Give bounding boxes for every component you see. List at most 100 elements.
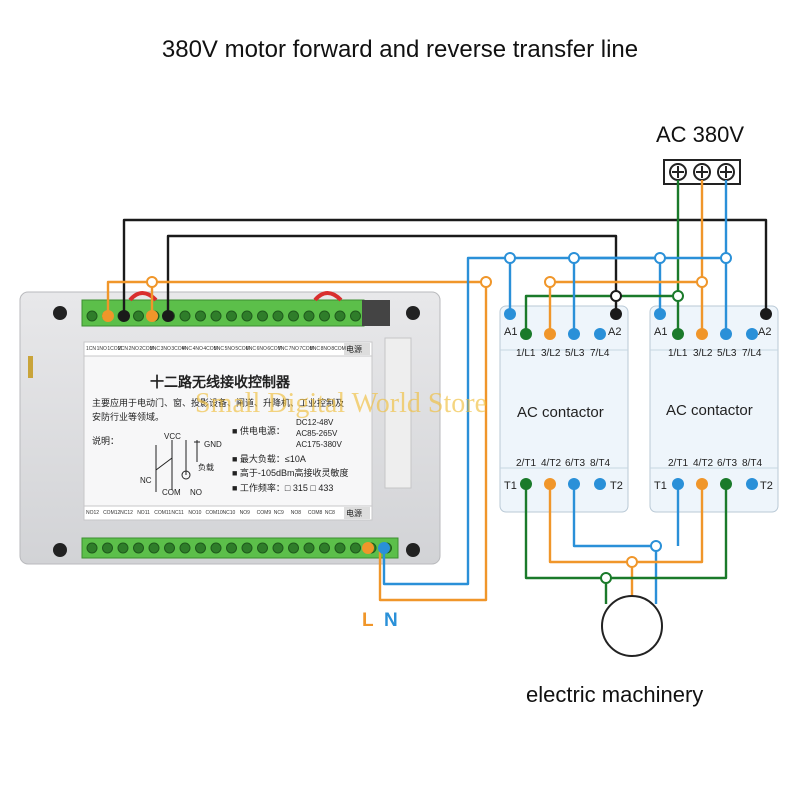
power-tag: 电源 [346,345,362,354]
controller-note: 说明： [92,436,120,446]
terminal-screw [288,542,299,554]
terminal-screw [319,310,330,322]
contactor-right [649,305,779,513]
terminal-name: 1CN [86,346,97,352]
terminal-screw [164,542,175,554]
terminal-name: 1COM [107,346,122,352]
terminal-name: 8NO [320,346,331,352]
terminal-l3 [568,328,580,340]
line-label: L [362,610,374,631]
terminal-name: 2NO [128,346,139,352]
junction-dot [696,276,708,288]
power-option: DC12-48V [296,418,334,427]
terminal-t4 [746,478,758,490]
terminal-l3 [720,328,732,340]
terminal-screw [257,310,268,322]
terminal-t1 [520,478,532,490]
junction-dot [568,252,580,264]
mount-hole [406,543,420,557]
terminal-name: 2COM [139,346,154,352]
wire-right-t3 [606,484,728,580]
junction-dot [544,276,556,288]
coil-a1-label: A1 [504,326,518,338]
output-pin-label: 2/T1 [516,458,537,469]
terminal-screw [693,163,711,181]
contactor-left [499,305,629,513]
bottom-terminal-strip [81,537,399,559]
terminal-screw [179,542,191,554]
power-option: AC85-265V [296,429,338,438]
terminal-name: COM8 [307,510,323,516]
com-label: COM [162,488,181,497]
terminal-name: 4NC [182,346,193,352]
terminal-name: NC8 [324,510,335,516]
wire-left-t3 [572,484,658,604]
junction-dots [146,252,732,584]
terminal-name: 7COM [299,346,314,352]
terminal-screw [241,310,253,322]
terminal-l4 [746,328,758,340]
terminal-screw [179,310,191,322]
wire-green-l1-left [524,294,678,334]
terminal-screw [717,163,735,181]
terminal-screw [86,310,98,322]
junction-dot [672,290,684,302]
contactor-label: AC contactor [666,402,753,419]
input-pin-label: 3/L2 [541,348,561,359]
input-pin-label: 1/L1 [668,348,688,359]
terminal-l4 [594,328,606,340]
mount-hole [406,306,420,320]
red-jumper [128,291,158,302]
power-label: ■ 供电电源： [232,426,285,436]
output-pin-label: 4/T2 [541,458,562,469]
mount-hole [53,306,67,320]
relay-schematic [155,440,200,492]
junction-dot [504,252,516,264]
red-jumper [313,291,343,302]
motor-circle [601,595,663,657]
output-pin-label: 8/T4 [590,458,611,469]
terminal-t4 [594,478,606,490]
terminal-screw [117,542,129,554]
terminal-screw [257,542,268,554]
terminal-screw [319,542,330,554]
terminal-name: 5COM [235,346,250,352]
terminal-a2 [760,308,772,320]
junction-dot [650,540,662,552]
terminal-l1 [672,328,684,340]
terminal-t2 [544,478,556,490]
terminal-screw [133,310,144,322]
ctl-terminal [378,542,390,554]
gnd-label: GND [204,440,222,449]
watermark: Small Digital World Store [195,388,487,419]
motor-label: electric machinery [526,682,704,707]
terminal-screw [133,542,144,554]
terminal-name: 4COM [203,346,218,352]
terminal-screw [148,542,160,554]
input-pin-label: 1/L1 [516,348,536,359]
contactor-label: AC contactor [517,404,604,421]
wire-black-coil-right [122,218,768,316]
bottom-t1-label: T1 [504,480,517,492]
terminal-name: COM9 [256,510,272,516]
wire-right-t2 [632,484,704,564]
terminal-name: COM10 [205,510,223,516]
junction-dot [146,276,158,288]
ctl-terminal [162,310,174,322]
terminal-screw [272,542,284,554]
controller-title: 十二路无线接收控制器 [150,374,290,390]
bottom-t2-label: T2 [760,480,773,492]
junction-dot [480,276,492,288]
ctl-terminal [118,310,130,322]
terminal-name: 6COM [267,346,282,352]
mount-hole [53,543,67,557]
controller-board [19,291,441,565]
junction-dot [600,572,612,584]
terminal-l2 [544,328,556,340]
terminal-screw [669,163,687,181]
terminal-name: NO10 [188,510,202,516]
terminal-name: 7NC [278,346,289,352]
terminal-name: 8NC [310,346,321,352]
input-pin-label: 7/L4 [742,348,762,359]
